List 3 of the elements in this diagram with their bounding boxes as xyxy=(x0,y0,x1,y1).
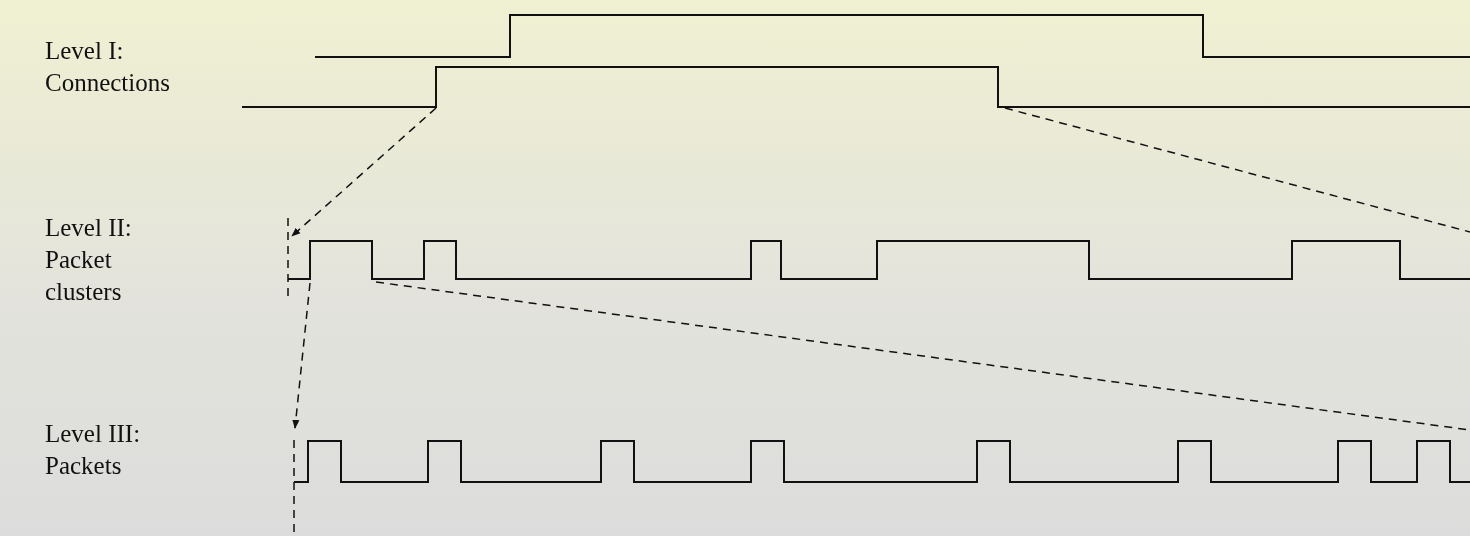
signal-label: Level II: Packet clusters xyxy=(45,213,133,307)
signal-label: Level III: Packets xyxy=(45,419,142,481)
signal-label: Level I: Connections xyxy=(45,36,171,98)
